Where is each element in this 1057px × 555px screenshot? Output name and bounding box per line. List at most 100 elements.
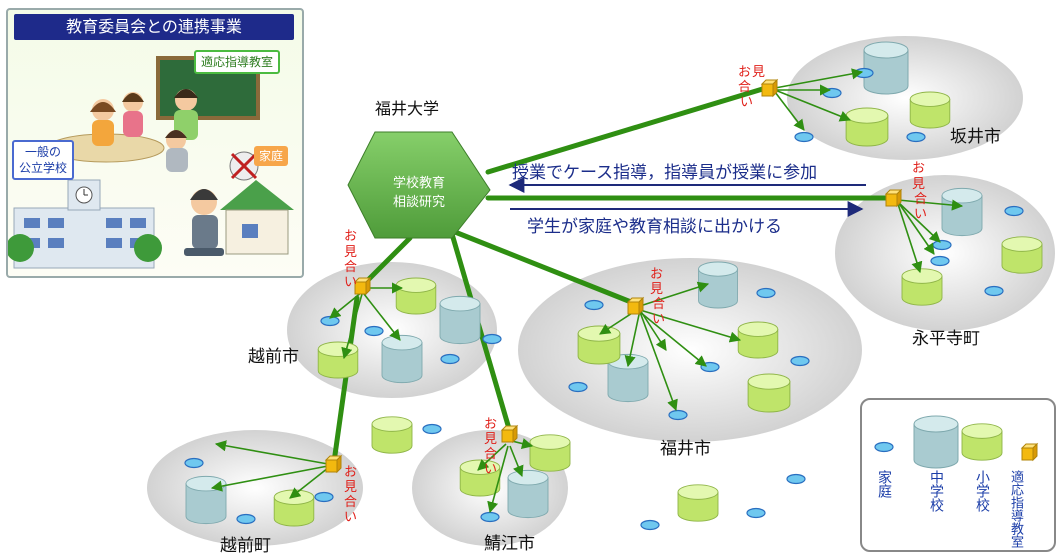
home-icon [236, 513, 256, 525]
svg-text:合: 合 [484, 447, 497, 462]
collaboration-inset: 教育委員会との連携事業 [6, 8, 304, 278]
elementary-icon [577, 325, 621, 365]
svg-text:合: 合 [652, 297, 665, 312]
elementary-icon [845, 107, 889, 147]
home-icon [746, 507, 766, 519]
region-label-sakai: 坂井市 [950, 127, 1001, 147]
adaptive-room-icon [325, 455, 342, 473]
link-sakai [485, 85, 769, 175]
home-icon [1004, 205, 1024, 217]
svg-text:見: 見 [650, 282, 663, 297]
region-label-echizen-city: 越前市 [248, 347, 299, 367]
home-icon [668, 409, 688, 421]
svg-text:い: い [484, 462, 497, 477]
adaptive-room-icon [885, 189, 902, 207]
svg-text:見: 見 [344, 480, 357, 495]
elementary-icon [1001, 236, 1043, 274]
home-icon [584, 299, 604, 311]
legend-label-elementary: 小学校 [974, 470, 990, 512]
svg-text:合: 合 [344, 260, 357, 275]
junior-high-icon [941, 187, 983, 237]
outgoing-arrow-label: 学生が家庭や教育相談に出かける [527, 217, 782, 237]
tag-home: 家庭 [254, 146, 289, 166]
legend-label-junior-high: 中学校 [928, 470, 944, 512]
svg-text:い: い [344, 275, 357, 290]
svg-text:見: 見 [344, 245, 357, 260]
home-icon [932, 239, 952, 251]
inset-illustration [8, 56, 294, 269]
svg-text:合: 合 [914, 192, 927, 207]
tag-adaptive-room: 適応指導教室 [194, 50, 281, 74]
elementary-icon [901, 268, 943, 306]
svg-text:お: お [344, 465, 357, 480]
echizen-town-contents [184, 440, 342, 527]
home-icon [482, 333, 502, 345]
adaptive-room-icon [761, 79, 778, 97]
echizen-city-contents [317, 277, 502, 384]
svg-text:合: 合 [344, 495, 357, 510]
adaptive-room-icon [354, 277, 371, 295]
legend-home-icon [874, 441, 894, 453]
home-icon [640, 519, 660, 531]
home-icon [930, 255, 950, 267]
region-fukui-area [518, 258, 862, 442]
elementary-icon [747, 373, 791, 413]
legend-label-home: 家庭 [876, 470, 892, 498]
legend-junior-high-icon [913, 415, 959, 469]
elementary-icon [909, 91, 951, 129]
hub-label-line1: 学校教育 [393, 175, 445, 191]
home-icon [440, 353, 460, 365]
home-icon [984, 285, 1004, 297]
elementary-icon [371, 416, 413, 454]
legend-label-adaptive-room: 適応指導教室 [1008, 470, 1023, 548]
svg-text:お: お [650, 267, 663, 282]
school-building-icon [8, 179, 162, 269]
hub-title: 福井大学 [375, 99, 439, 118]
home-icon [790, 355, 810, 367]
legend-elementary-icon [961, 423, 1003, 461]
elementary-icon [677, 484, 719, 522]
adaptive-room-icon [501, 425, 518, 443]
inset-title: 教育委員会との連携事業 [14, 14, 294, 40]
elementary-icon [737, 321, 779, 359]
legend-icons [874, 415, 1038, 469]
svg-text:お: お [912, 161, 925, 176]
home-icon [906, 131, 926, 143]
adaptive-room-icon [627, 297, 644, 315]
junior-high-icon [863, 41, 909, 95]
home-illustration [220, 151, 294, 255]
sakai-contents [761, 41, 951, 147]
elementary-icon [395, 277, 437, 315]
junior-high-icon [439, 295, 481, 345]
svg-text:見: 見 [912, 177, 925, 192]
junior-high-icon [185, 475, 227, 525]
svg-text:お: お [738, 65, 751, 80]
link-sabae [449, 231, 513, 435]
link-fukui [452, 229, 639, 307]
eiheiji-contents [885, 187, 1043, 306]
legend-adaptive-room-icon [1021, 443, 1038, 461]
svg-text:い: い [914, 207, 927, 222]
home-icon [756, 287, 776, 299]
students-illustration [90, 89, 198, 172]
junior-high-icon [507, 469, 549, 519]
incoming-arrow-label: 授業でケース指導，指導員が授業に参加 [512, 163, 817, 183]
legend: 家庭 中学校 小学校 適応指導教室 [860, 398, 1056, 552]
hub-label-line2: 相談研究 [393, 194, 445, 210]
region-label-fukui: 福井市 [660, 439, 711, 459]
hub-hexagon [347, 131, 491, 239]
omiai-sakai: お見合い [738, 65, 765, 110]
fukui-contents [568, 261, 810, 421]
svg-text:見: 見 [484, 432, 497, 447]
region-label-eiheiji: 永平寺町 [912, 329, 980, 349]
omiai-labels: お見合い お見合い お見合い お見合い お見合い お見合い [344, 65, 927, 525]
home-icon [364, 325, 384, 337]
home-icon [314, 491, 334, 503]
junior-high-icon [381, 334, 423, 384]
svg-text:お: お [484, 417, 497, 432]
